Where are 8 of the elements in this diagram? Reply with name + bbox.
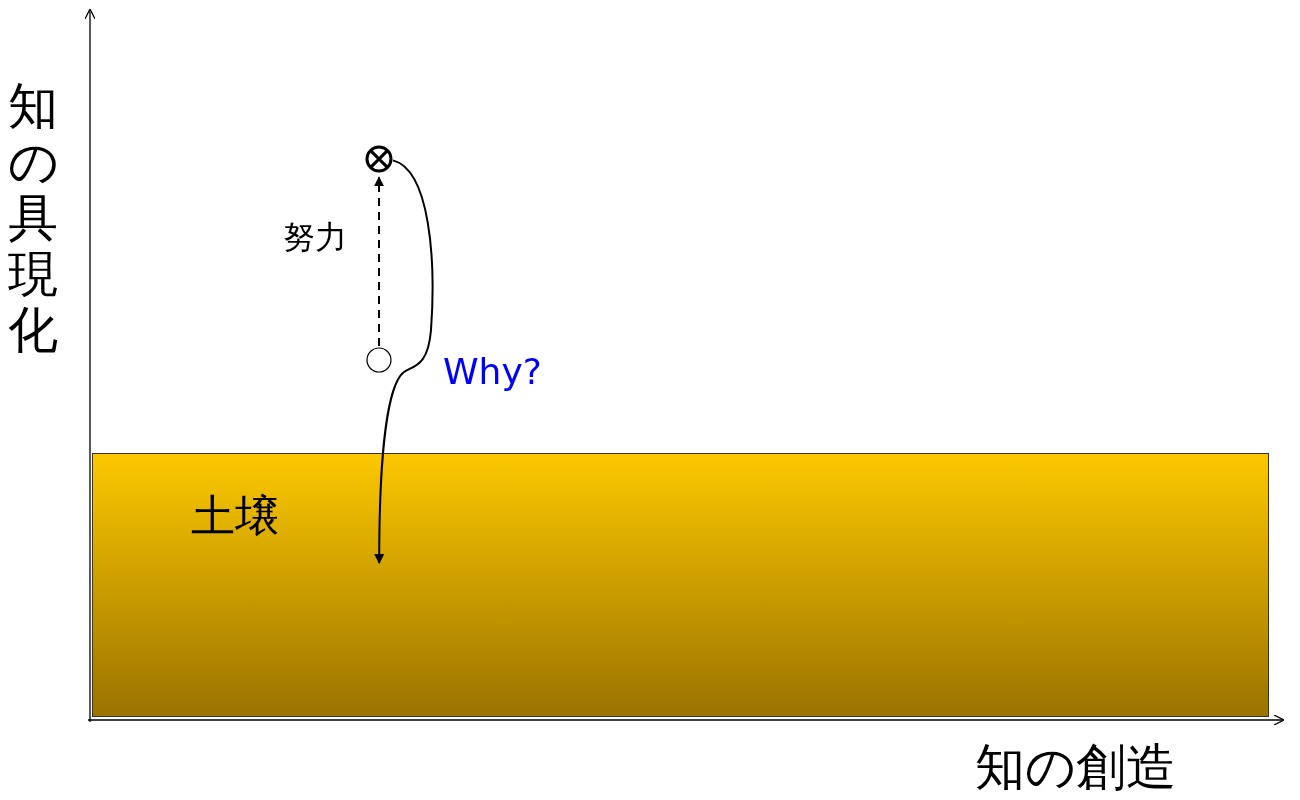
curved-arrow [374, 159, 434, 565]
crossed-circle [365, 145, 393, 173]
dashed-arrow [374, 176, 384, 347]
band-label: 土壌 [191, 494, 279, 538]
y-axis-label: 知の具現化 [8, 78, 58, 358]
soil-band [92, 453, 1269, 717]
circle [365, 346, 393, 374]
x-axis-label: 知の創造 [975, 740, 1176, 795]
